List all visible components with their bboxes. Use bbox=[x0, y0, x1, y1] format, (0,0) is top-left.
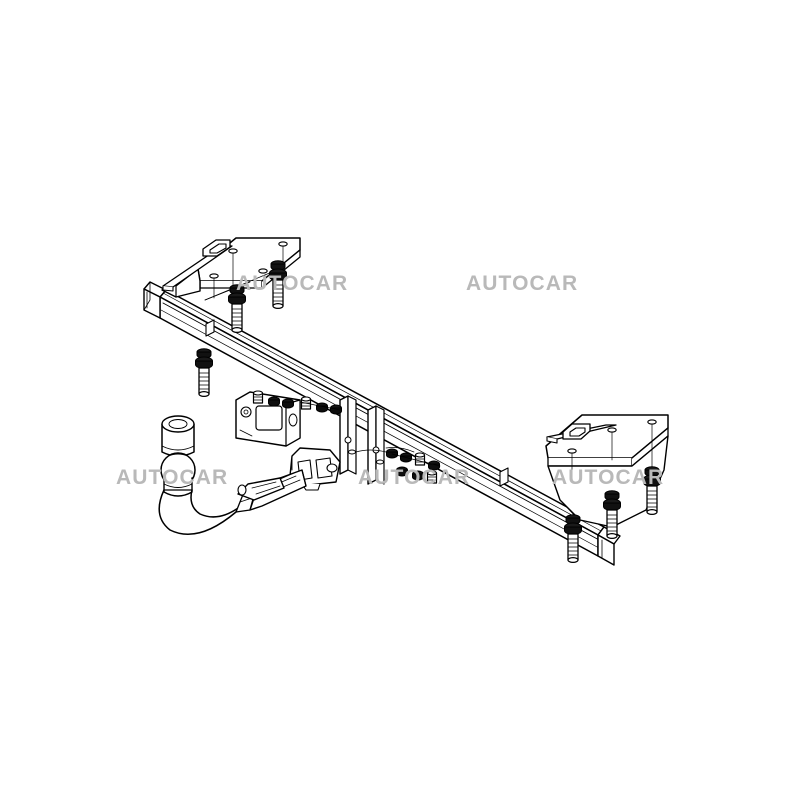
right-strap-tab bbox=[562, 423, 591, 440]
watermark-autocar-4: AUTOCAR bbox=[358, 466, 471, 489]
electrical-socket bbox=[235, 391, 301, 447]
watermark-autocar-5: AUTOCAR bbox=[552, 466, 665, 489]
tow-ball-cap bbox=[161, 415, 195, 457]
left-strap-tab bbox=[202, 239, 231, 257]
beam-lugs bbox=[205, 319, 509, 487]
beam-left-end-cap bbox=[143, 281, 167, 319]
loose-clamp-part bbox=[237, 477, 285, 501]
watermark-autocar-3: AUTOCAR bbox=[116, 466, 229, 489]
bolt-left-beam bbox=[194, 348, 214, 398]
watermark-autocar-2: AUTOCAR bbox=[466, 272, 579, 295]
watermark-autocar-1: AUTOCAR bbox=[236, 272, 349, 295]
center-mounting-plates bbox=[339, 395, 385, 485]
